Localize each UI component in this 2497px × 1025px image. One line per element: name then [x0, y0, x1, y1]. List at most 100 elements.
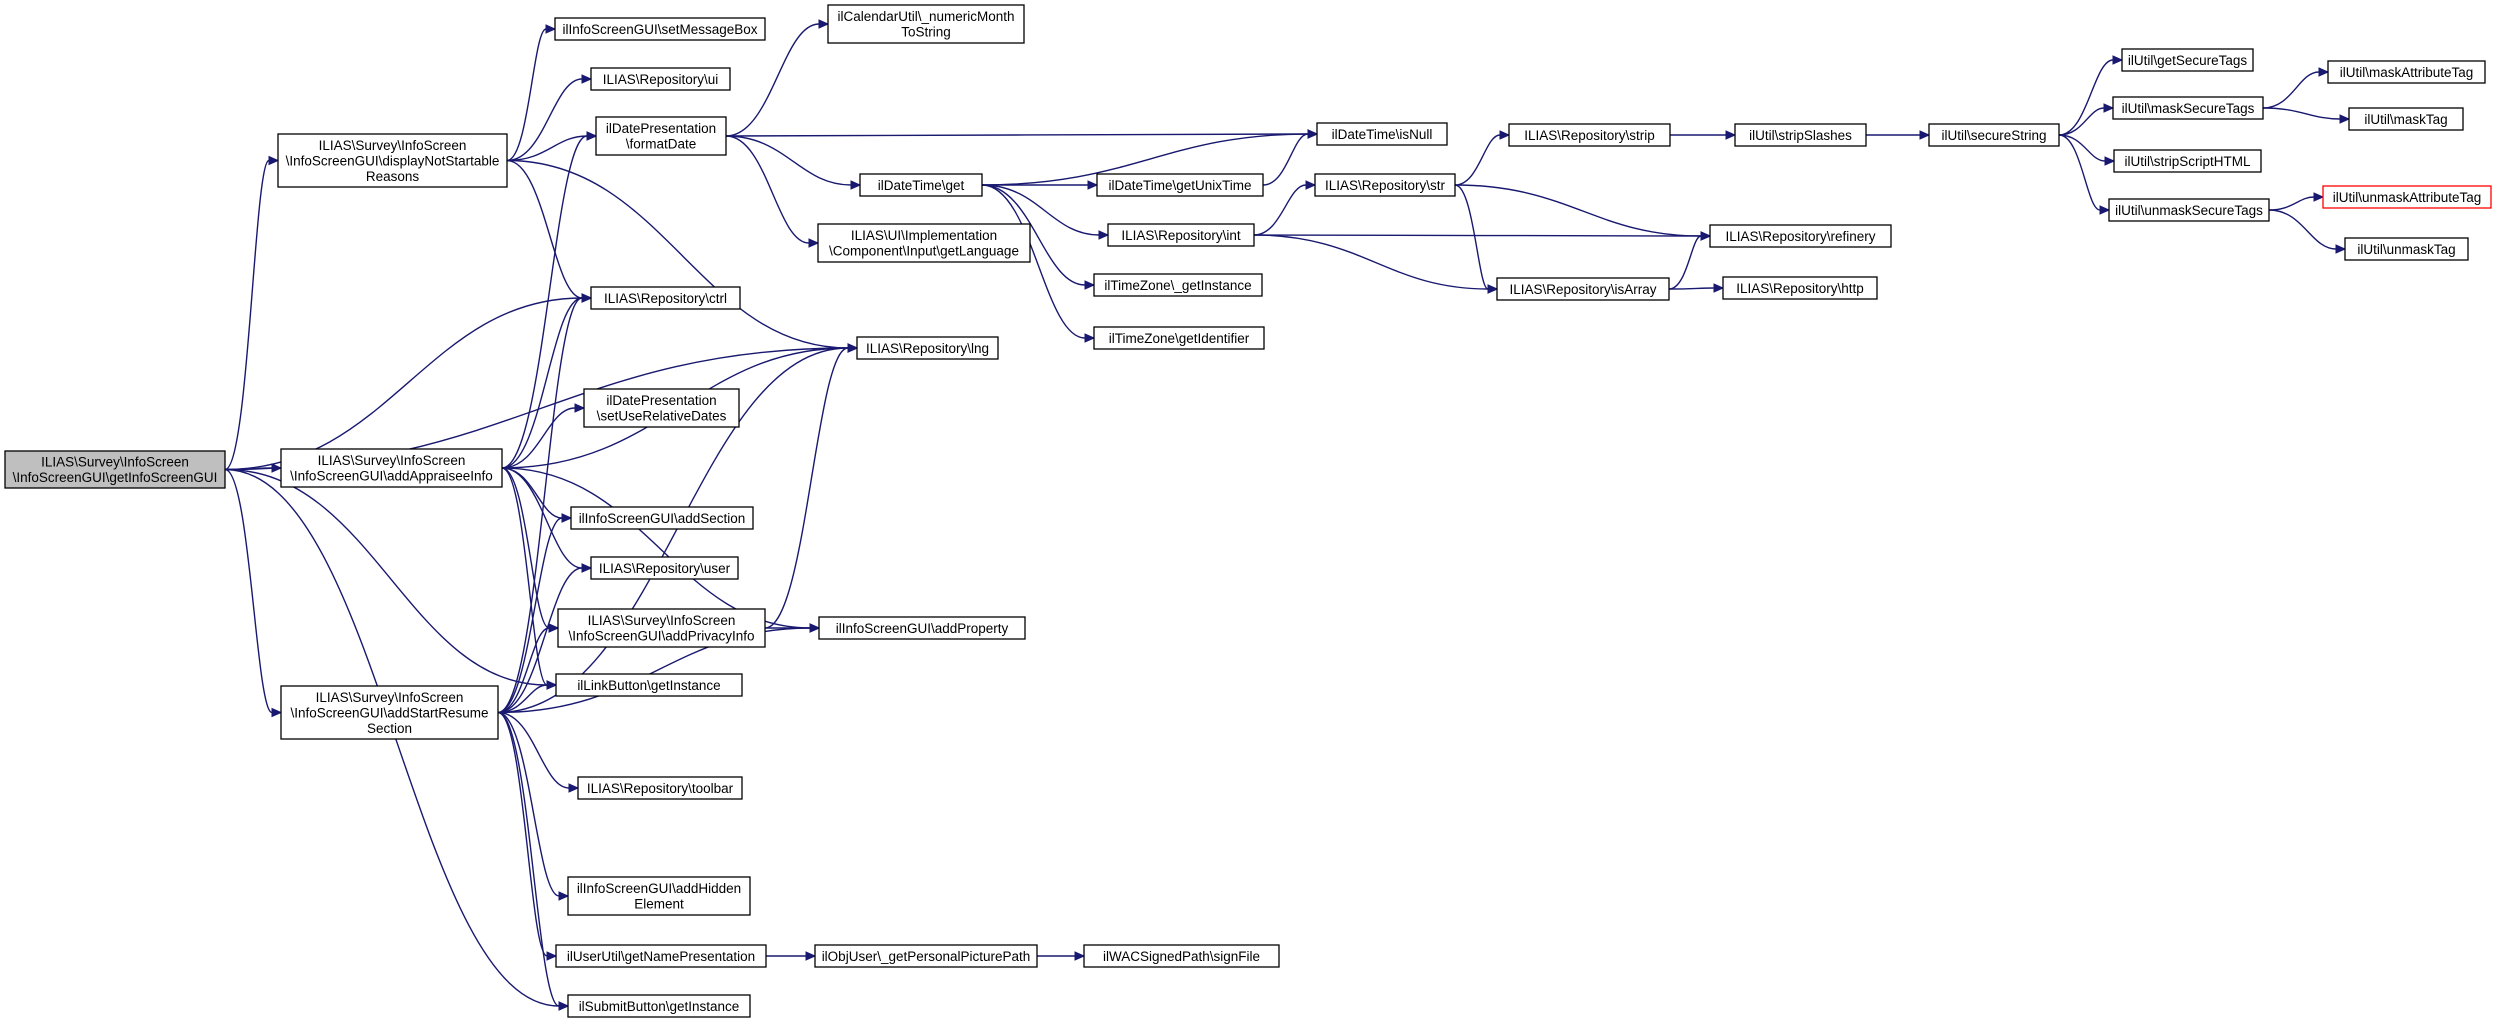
- node-personalPic[interactable]: ilObjUser\_getPersonalPicturePath: [814, 944, 1038, 968]
- node-getUnixTime[interactable]: ilDateTime\getUnixTime: [1096, 173, 1264, 197]
- node-label-line: ILIAS\Repository\int: [1121, 228, 1241, 243]
- node-repoLng[interactable]: ILIAS\Repository\lng: [856, 336, 999, 360]
- arrowhead: [581, 563, 593, 573]
- node-label-line: ilInfoScreenGUI\addHidden: [577, 881, 741, 896]
- edge-repoIsArray-to-repoRefinery: [1668, 231, 1712, 290]
- node-dtGet[interactable]: ilDateTime\get: [859, 173, 983, 197]
- edge-line: [501, 467, 550, 629]
- node-unmaskSecureTags[interactable]: ilUtil\unmaskSecureTags: [2108, 198, 2270, 222]
- edge-line: [497, 567, 583, 714]
- edge-displayNotStartable-to-repoLng: [506, 159, 859, 353]
- node-repoStrip[interactable]: ILIAS\Repository\strip: [1508, 123, 1671, 147]
- node-label-line: ilInfoScreenGUI\setMessageBox: [562, 22, 757, 37]
- edge-line: [725, 135, 810, 244]
- node-submitButton[interactable]: ilSubmitButton\getInstance: [567, 994, 751, 1018]
- node-maskSecureTags[interactable]: ilUtil\maskSecureTags: [2112, 96, 2264, 120]
- node-box: [817, 223, 1031, 263]
- node-unmaskTag[interactable]: ilUtil\unmaskTag: [2344, 237, 2469, 261]
- node-addStartResume[interactable]: ILIAS\Survey\InfoScreen\InfoScreenGUI\ad…: [280, 685, 499, 740]
- edge-line: [501, 297, 583, 469]
- edge-line: [501, 407, 576, 469]
- node-unmaskAttributeTag[interactable]: ilUtil\unmaskAttributeTag: [2322, 185, 2492, 209]
- node-box: [1734, 123, 1867, 147]
- node-repoIsArray[interactable]: ILIAS\Repository\isArray: [1496, 277, 1670, 301]
- node-repoCtrl[interactable]: ILIAS\Repository\ctrl: [590, 286, 741, 310]
- node-repoUser[interactable]: ILIAS\Repository\user: [590, 556, 739, 580]
- node-secureString[interactable]: ilUtil\secureString: [1928, 123, 2060, 147]
- node-box: [277, 133, 508, 188]
- node-label-line: ilUtil\maskTag: [2364, 112, 2447, 127]
- arrowhead: [2099, 205, 2111, 215]
- node-label-line: ILIAS\Repository\refinery: [1725, 229, 1875, 244]
- node-label-line: ilTimeZone\getIdentifier: [1109, 331, 1250, 346]
- edge-line: [497, 711, 560, 897]
- edge-addStartResume-to-addHidden: [497, 711, 570, 901]
- edge-line: [2058, 134, 2101, 211]
- edge-line: [725, 23, 820, 137]
- edge-line: [501, 467, 811, 629]
- node-isNull[interactable]: ilDateTime\isNull: [1316, 122, 1448, 146]
- node-label-line: ILIAS\Repository\user: [599, 561, 731, 576]
- node-box: [818, 616, 1026, 640]
- node-label-line: ilUtil\getSecureTags: [2128, 53, 2248, 68]
- node-label-line: Section: [367, 721, 412, 736]
- edge-line: [1454, 184, 1489, 290]
- node-addAppraiseeInfo[interactable]: ILIAS\Survey\InfoScreen\InfoScreenGUI\ad…: [280, 448, 503, 488]
- node-stripSlashes[interactable]: ilUtil\stripSlashes: [1734, 123, 1867, 147]
- node-repoRefinery[interactable]: ILIAS\Repository\refinery: [1709, 224, 1892, 248]
- node-box: [1722, 276, 1878, 300]
- node-addSection[interactable]: ilInfoScreenGUI\addSection: [570, 506, 754, 530]
- node-addPrivacyInfo[interactable]: ILIAS\Survey\InfoScreen\InfoScreenGUI\ad…: [557, 608, 766, 648]
- node-maskAttributeTag[interactable]: ilUtil\maskAttributeTag: [2327, 60, 2486, 84]
- arrowhead: [574, 403, 586, 413]
- node-repoInt[interactable]: ILIAS\Repository\int: [1107, 223, 1255, 247]
- edge-line: [506, 28, 547, 162]
- arrowhead: [809, 623, 821, 633]
- node-box: [577, 776, 743, 800]
- edge-addAppraiseeInfo-to-addSection: [501, 467, 573, 523]
- node-label-line: \InfoScreenGUI\addPrivacyInfo: [568, 629, 754, 644]
- node-getLanguage[interactable]: ILIAS\UI\Implementation\Component\Input\…: [817, 223, 1031, 263]
- node-box: [590, 67, 731, 91]
- node-repoUi[interactable]: ILIAS\Repository\ui: [590, 67, 731, 91]
- node-getNamePres[interactable]: ilUserUtil\getNamePresentation: [555, 944, 767, 968]
- arrowhead: [546, 680, 558, 690]
- node-repoToolbar[interactable]: ILIAS\Repository\toolbar: [577, 776, 743, 800]
- node-stripScriptHTML[interactable]: ilUtil\stripScriptHTML: [2113, 149, 2262, 173]
- node-tzInstance[interactable]: ilTimeZone\_getInstance: [1093, 273, 1263, 297]
- node-box: [859, 173, 983, 197]
- node-label-line: ilSubmitButton\getInstance: [579, 999, 740, 1014]
- arrowhead: [2104, 156, 2116, 166]
- edge-dtGet-to-tzInstance: [981, 184, 1096, 290]
- node-tzIdentifier[interactable]: ilTimeZone\getIdentifier: [1093, 326, 1265, 350]
- node-repoStr[interactable]: ILIAS\Repository\str: [1314, 173, 1456, 197]
- edge-repoInt-to-repoStr: [1253, 180, 1317, 236]
- node-signFile[interactable]: ilWACSignedPath\signFile: [1083, 944, 1280, 968]
- node-addProperty[interactable]: ilInfoScreenGUI\addProperty: [818, 616, 1026, 640]
- node-label-line: \InfoScreenGUI\addAppraiseeInfo: [290, 469, 493, 484]
- edge-line: [224, 468, 273, 714]
- node-root[interactable]: ILIAS\Survey\InfoScreen\InfoScreenGUI\ge…: [4, 450, 226, 489]
- edge-line: [501, 135, 588, 469]
- node-label-line: ILIAS\UI\Implementation: [851, 228, 997, 243]
- node-setMessageBox[interactable]: ilInfoScreenGUI\setMessageBox: [554, 17, 766, 41]
- node-box: [1093, 273, 1263, 297]
- node-box: [4, 450, 226, 489]
- node-label-line: ILIAS\Repository\ui: [603, 72, 719, 87]
- node-setUseRelative[interactable]: ilDatePresentation\setUseRelativeDates: [583, 388, 740, 428]
- edge-line: [1253, 234, 1702, 237]
- node-formatDate[interactable]: ilDatePresentation\formatDate: [595, 116, 727, 156]
- node-label-line: ilUtil\unmaskSecureTags: [2115, 203, 2263, 218]
- node-label-line: \InfoScreenGUI\addStartResume: [290, 705, 488, 720]
- node-repoHttp[interactable]: ILIAS\Repository\http: [1722, 276, 1878, 300]
- node-maskTag[interactable]: ilUtil\maskTag: [2348, 107, 2464, 131]
- node-displayNotStartable[interactable]: ILIAS\Survey\InfoScreen\InfoScreenGUI\di…: [277, 133, 508, 188]
- node-box: [2108, 198, 2270, 222]
- node-getSecureTags[interactable]: ilUtil\getSecureTags: [2121, 48, 2254, 72]
- node-box: [1928, 123, 2060, 147]
- node-linkButton[interactable]: ilLinkButton\getInstance: [555, 673, 743, 697]
- arrowhead: [2335, 244, 2347, 254]
- node-box: [2327, 60, 2486, 84]
